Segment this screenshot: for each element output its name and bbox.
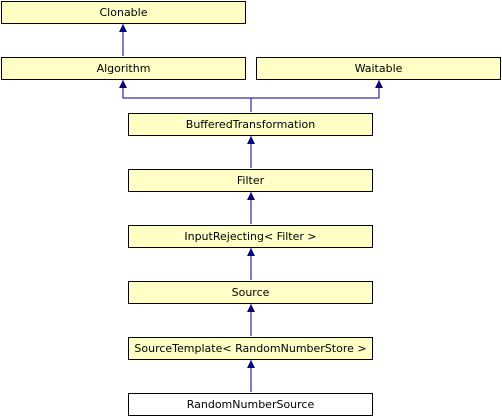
node-waitable[interactable]: Waitable xyxy=(256,57,501,80)
node-algorithm[interactable]: Algorithm xyxy=(1,57,246,80)
node-filter[interactable]: Filter xyxy=(128,169,373,192)
node-randomnumbersource: RandomNumberSource xyxy=(128,393,373,416)
node-clonable[interactable]: Clonable xyxy=(1,1,246,24)
node-inputrejecting[interactable]: InputRejecting< Filter > xyxy=(128,225,373,248)
edge-bufferedtransformation-to-algorithm xyxy=(119,80,252,112)
node-bufferedtransformation[interactable]: BufferedTransformation xyxy=(128,113,373,136)
node-source[interactable]: Source xyxy=(128,281,373,304)
node-sourcetemplate[interactable]: SourceTemplate< RandomNumberStore > xyxy=(128,337,373,360)
edge-bufferedtransformation-to-waitable xyxy=(251,80,383,99)
